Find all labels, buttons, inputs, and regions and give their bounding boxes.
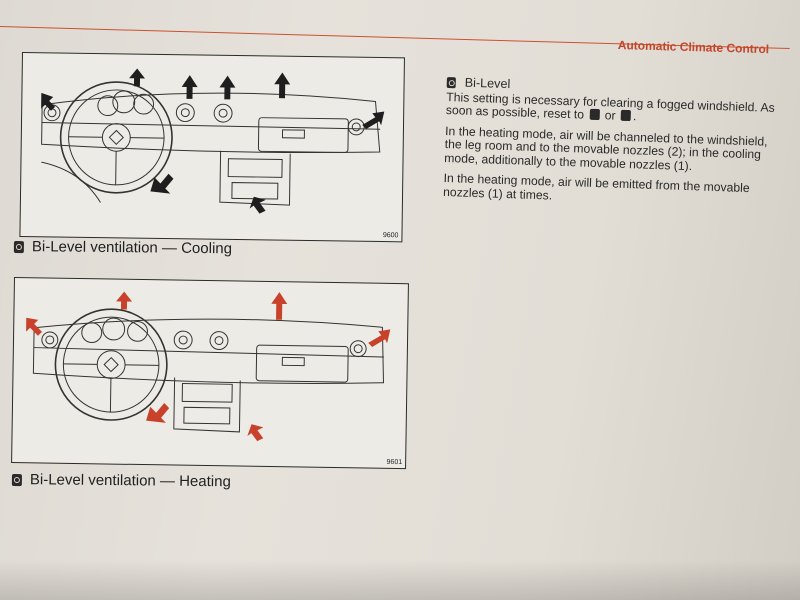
figure-number-heating: 9601	[386, 458, 403, 467]
caption-cooling-text: Bi-Level ventilation — Cooling	[31, 238, 233, 258]
figure-number-cooling: 9600	[382, 232, 399, 240]
page-shadow	[0, 560, 800, 600]
caption-heating: Bi-Level ventilation — Heating	[11, 471, 231, 491]
auto-mode-icon	[589, 108, 600, 121]
caption-cooling: Bi-Level ventilation — Cooling	[13, 238, 233, 258]
economy-mode-icon	[620, 109, 632, 122]
dashboard-illustration-heating	[26, 291, 391, 442]
bilevel-mode-icon	[11, 473, 22, 486]
figure-bilevel-heating: 9601	[11, 277, 409, 470]
bilevel-description: Bi-Level This setting is necessary for c…	[443, 76, 787, 217]
bilevel-mode-icon	[446, 77, 456, 89]
paragraph-1-end: .	[632, 109, 637, 124]
figure-bilevel-cooling: 9600	[19, 52, 405, 243]
section-header-title: Automatic Climate Control	[617, 38, 770, 57]
paragraph-2: In the heating mode, air will be channel…	[444, 123, 768, 173]
paragraph-1-or: or	[604, 108, 616, 123]
caption-heating-text: Bi-Level ventilation — Heating	[29, 471, 231, 491]
paragraph-3: In the heating mode, air will be emitted…	[442, 170, 750, 203]
dashboard-illustration-cooling	[41, 68, 385, 214]
bilevel-mode-icon	[13, 240, 24, 253]
